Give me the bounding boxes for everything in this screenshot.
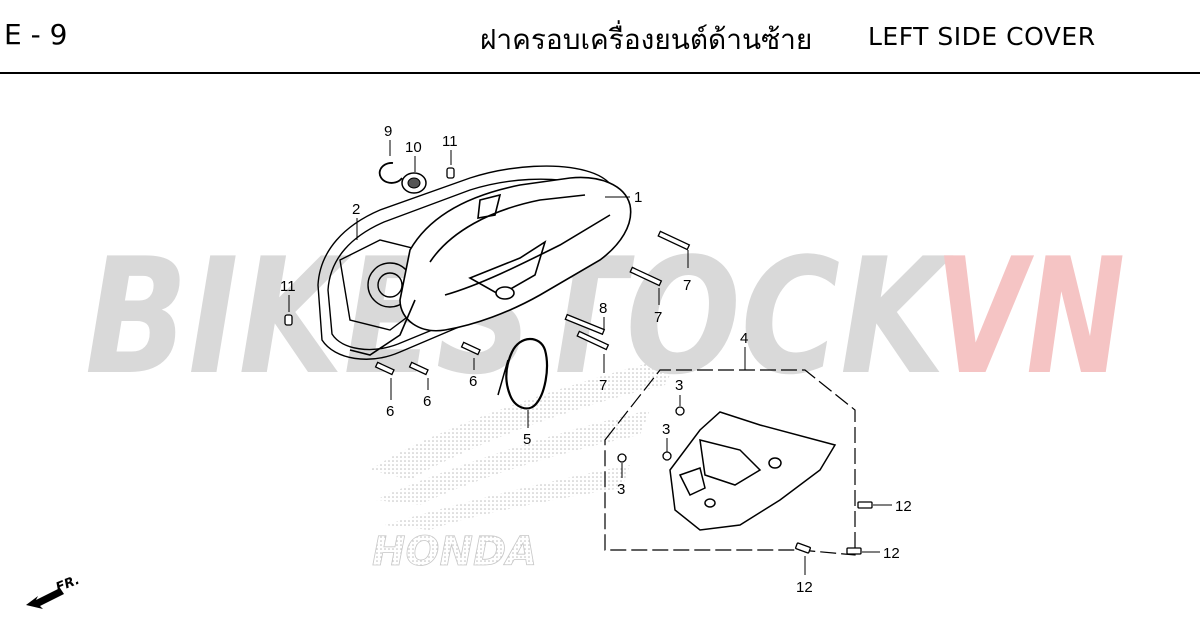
- part-5-seal-tail: [497, 359, 509, 396]
- part-4-bracket-outline: [604, 369, 856, 556]
- callout-1: 1: [634, 189, 642, 206]
- callout-3-upper: 3: [675, 377, 683, 394]
- front-direction-indicator: FR.: [26, 573, 82, 609]
- callout-6-right: 6: [469, 373, 477, 390]
- callout-7-upper: 7: [683, 277, 691, 294]
- callout-11-upper: 11: [442, 133, 458, 150]
- callout-7-lower: 7: [599, 377, 607, 394]
- part-8-stud-bolt: [564, 313, 606, 336]
- callout-12-lower: 12: [796, 579, 813, 596]
- callout-2: 2: [352, 201, 360, 218]
- part-11-dowel-pin-upper: [446, 167, 455, 179]
- page-code: E - 9: [4, 18, 68, 51]
- callout-12-middle: 12: [883, 545, 900, 562]
- part-11-dowel-pin-lower: [284, 314, 293, 326]
- front-arrow-icon: [26, 588, 64, 609]
- part-5-seal: [505, 337, 549, 410]
- part-6-bolts: [374, 341, 481, 376]
- callout-numbers: 9 10 11 2 11 1 7 7 8 7 6 6 6 5 4 3 3 3 1…: [280, 123, 912, 596]
- page-header: E - 9 ฝาครอบเครื่องยนต์ด้านซ้าย LEFT SID…: [0, 0, 1200, 74]
- callout-12-upper: 12: [895, 498, 912, 515]
- part-7-bolts: [576, 230, 691, 351]
- honda-logo-text: HONDA: [372, 529, 537, 575]
- callout-11-lower: 11: [280, 278, 296, 295]
- callout-3-middle: 3: [662, 421, 670, 438]
- callout-10: 10: [405, 139, 422, 156]
- callout-7-middle: 7: [654, 309, 662, 326]
- part-9-circlip: [378, 162, 403, 184]
- callout-6-left: 6: [386, 403, 394, 420]
- callout-3-lower: 3: [617, 481, 625, 498]
- part-10-bearing: [401, 172, 427, 194]
- title-thai: ฝาครอบเครื่องยนต์ด้านซ้าย: [480, 23, 813, 56]
- callout-9: 9: [384, 123, 392, 140]
- front-label: FR.: [54, 573, 82, 596]
- callout-4: 4: [740, 330, 748, 347]
- part-1-left-side-cover: [349, 176, 632, 356]
- leader-lines: [288, 140, 892, 575]
- callout-6-middle: 6: [423, 393, 431, 410]
- watermark-accent-text: VN: [935, 223, 1125, 410]
- honda-wing-logo: HONDA: [370, 355, 680, 575]
- part-4-air-guide-cover: [669, 411, 837, 531]
- callout-8: 8: [599, 300, 607, 317]
- title-english: LEFT SIDE COVER: [868, 22, 1096, 51]
- part-12-bolts: [795, 501, 873, 555]
- callout-5: 5: [523, 431, 531, 448]
